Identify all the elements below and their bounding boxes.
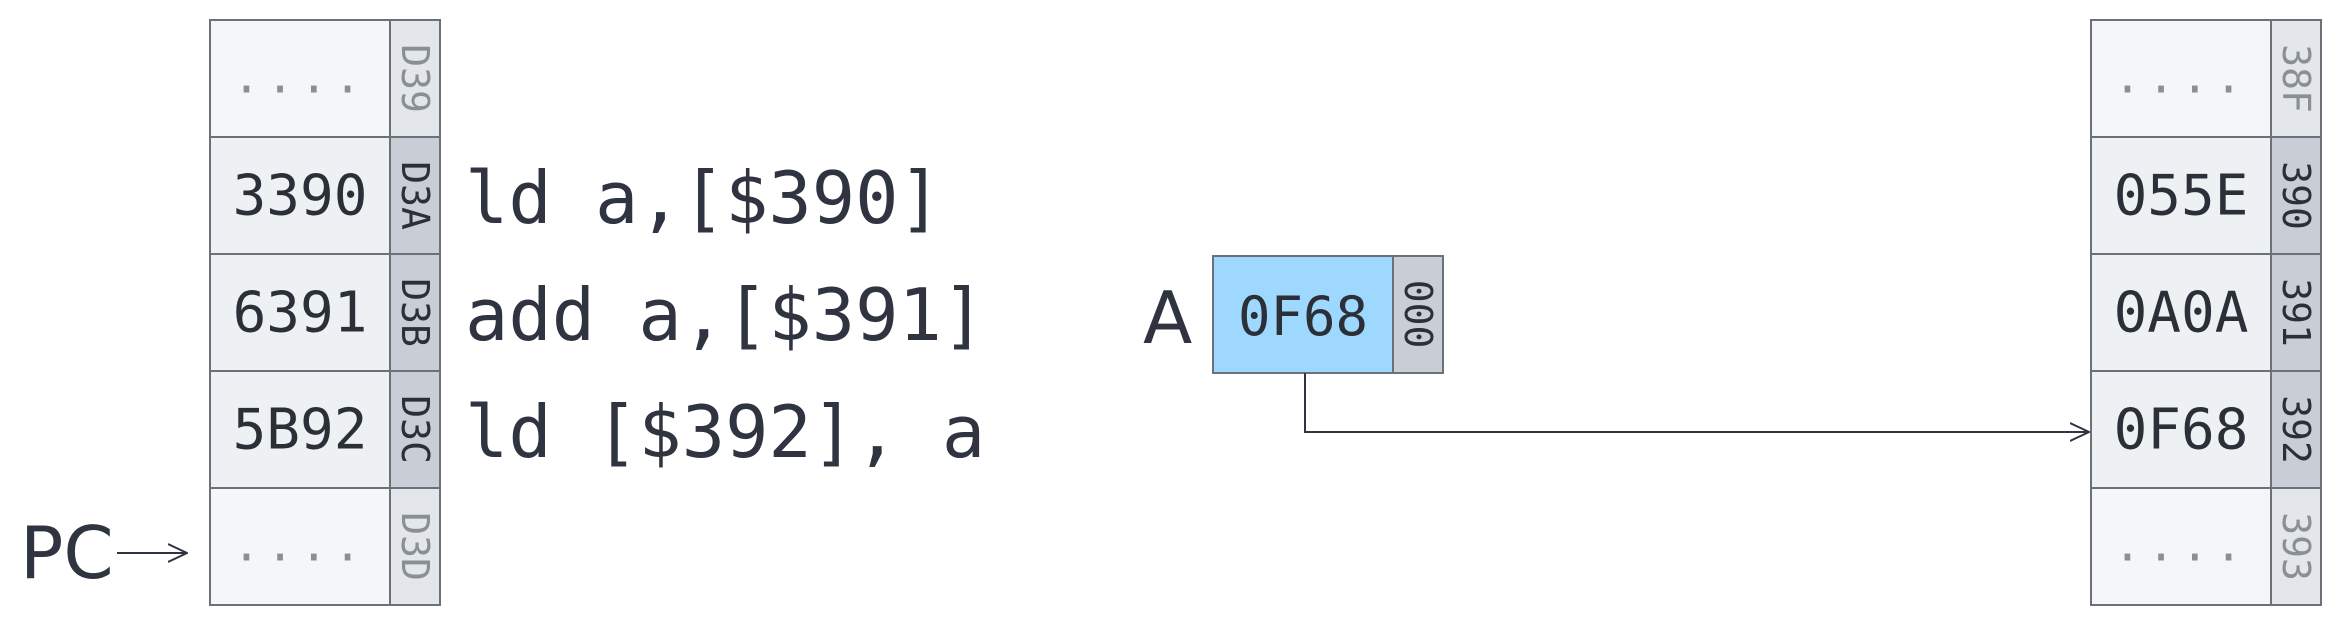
memory-address-box (2270, 487, 2322, 606)
memory-cell-value: 3390 (233, 164, 368, 229)
memory-address: 393 (2274, 512, 2318, 581)
data-memory-column: .... 38F 055E 390 0A0A 391 0F68 392.... 393 (2090, 19, 2322, 606)
memory-cell-value: 0A0A (2114, 281, 2249, 346)
memory-cell-value: 5B92 (233, 398, 368, 463)
memory-address: 38F (2274, 44, 2318, 113)
memory-cell-box (2090, 19, 2272, 138)
register-value-box (1212, 255, 1394, 374)
memory-cell-value: .... (233, 50, 368, 104)
register-name: A (1143, 276, 1192, 360)
memory-address-box (389, 487, 441, 606)
memory-cell-value: 6391 (233, 281, 368, 346)
instruction-line: add a,[$391] (465, 273, 985, 357)
pc-label: PC (20, 511, 114, 595)
memory-address-box (389, 253, 441, 372)
register-address: 000 (1396, 280, 1440, 349)
memory-address-box (389, 19, 441, 138)
memory-cell-box (2090, 370, 2272, 489)
memory-cell: 055E 390 (2090, 136, 2322, 255)
memory-address: 390 (2274, 161, 2318, 230)
memory-cell-value: 0F68 (2114, 398, 2249, 463)
memory-cell-box (209, 19, 391, 138)
program-counter-pointer: PC (20, 511, 186, 595)
register-a: A 0F68 000 (1143, 255, 1444, 374)
memory-address: 392 (2274, 395, 2318, 464)
memory-address-box (2270, 19, 2322, 138)
memory-address: D3C (393, 395, 437, 464)
memory-cell: 0A0A 391 (2090, 253, 2322, 372)
memory-cell: .... D39 (209, 19, 441, 138)
memory-cell-value: .... (2114, 50, 2249, 104)
instruction-line: ld [$392], a (465, 390, 985, 474)
memory-address: 391 (2274, 278, 2318, 347)
program-memory-column: .... D39 3390 D3A 6391 D3B 5B92 D3C.... D3D (209, 19, 441, 606)
memory-cell: .... 38F (2090, 19, 2322, 138)
memory-address-box (389, 370, 441, 489)
instruction-line: ld a,[$390] (465, 156, 942, 240)
store-arrow (1304, 373, 2088, 432)
instruction-list: ld a,[$390] add a,[$391] ld [$392], a (465, 156, 985, 474)
memory-cell: 3390 D3A (209, 136, 441, 255)
memory-address: D39 (393, 44, 437, 113)
memory-cell-value: .... (233, 518, 368, 572)
memory-cell-box (209, 487, 391, 606)
memory-cell: 0F68 392 (2090, 370, 2322, 489)
memory-cell: .... 393 (2090, 487, 2322, 606)
memory-cell: .... D3D (209, 487, 441, 606)
memory-cell-value: .... (2114, 518, 2249, 572)
memory-address-box (2270, 253, 2322, 372)
memory-address: D3D (393, 512, 437, 581)
memory-cell-value: 055E (2114, 164, 2249, 229)
memory-address: D3B (393, 278, 437, 347)
memory-cell: 6391 D3B (209, 253, 441, 372)
memory-cell-box (2090, 136, 2272, 255)
register-address-box (1392, 255, 1444, 374)
memory-cell: 5B92 D3C (209, 370, 441, 489)
memory-address: D3A (393, 161, 437, 230)
register-value: 0F68 (1238, 285, 1368, 348)
memory-cell-box (209, 136, 391, 255)
memory-cell-box (2090, 487, 2272, 606)
memory-address-box (389, 136, 441, 255)
